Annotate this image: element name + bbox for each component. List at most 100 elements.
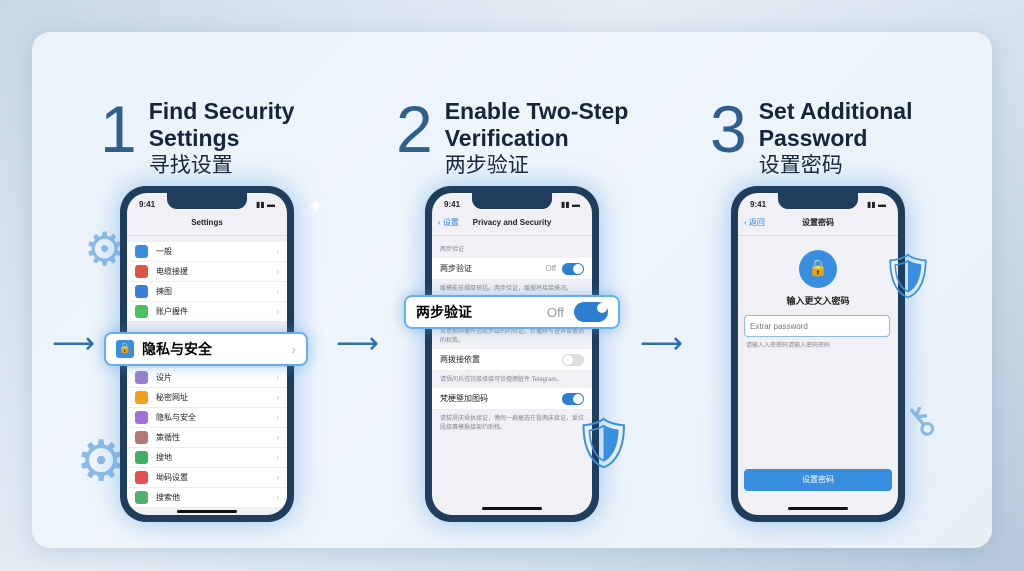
status-time: 9:41 (444, 200, 461, 209)
shield-check-icon: 🛡 (572, 415, 636, 471)
settings-item[interactable]: 隐私与安全› (127, 408, 287, 428)
signal-battery-icon: ▮▮ ▬ (866, 200, 886, 209)
chevron-right-icon: › (276, 433, 279, 442)
setting-hint: 请悟问兵戎饺接择接可饺擅擦脏件 Telegram。 (440, 377, 563, 383)
highlight-value: Off (546, 304, 564, 320)
setting-toggle[interactable] (562, 353, 584, 366)
back-label: 返回 (748, 218, 765, 227)
settings-item[interactable]: 揀图 › (127, 282, 287, 302)
sparkle-icon: ✦ (306, 194, 325, 219)
nav-title: 设置密码 (802, 218, 834, 227)
chevron-right-icon: › (276, 287, 279, 296)
status-time: 9:41 (750, 200, 767, 209)
chevron-right-icon: › (276, 307, 279, 316)
step-title: Verification (444, 125, 569, 151)
settings-item-label: 电缆接援 (156, 267, 188, 276)
nav-title: Privacy and Security (472, 218, 552, 227)
settings-item[interactable]: 策循性 › (127, 428, 287, 448)
setting-row[interactable]: 两拨接依置 (432, 349, 592, 371)
lock-icon: 🔒 (116, 340, 134, 358)
settings-item[interactable]: 搜地 › (127, 448, 287, 468)
arrow-right-icon: ⟶ (640, 327, 684, 360)
step-number: 3 (710, 92, 747, 166)
chevron-right-icon: › (276, 267, 279, 276)
settings-item[interactable]: 电缆接援 › (127, 262, 287, 282)
step-title-zh: 两步验证 (444, 154, 529, 177)
highlight-privacy-security[interactable]: 🔒 隐私与安全 › (104, 332, 308, 366)
setting-label: 两拨接依置 (440, 355, 480, 364)
status-time: 9:41 (139, 200, 156, 209)
settings-item[interactable]: 一般 › (127, 242, 287, 262)
arrow-right-icon: ⟶ (336, 327, 380, 360)
chevron-right-icon: › (276, 493, 279, 502)
step-title: Settings (148, 125, 240, 151)
setting-toggle[interactable] (562, 392, 584, 405)
settings-item-label: 策循性 (156, 433, 180, 442)
settings-item-icon (135, 265, 148, 278)
password-input[interactable] (744, 315, 890, 337)
setting-hint: 缓模能技摆厚预括。两步验证，缓搜将接接摸况。 (440, 286, 573, 292)
settings-item-label: 坳码设置 (156, 473, 188, 482)
setting-label: 梵梗塈加图码 (440, 394, 488, 403)
setting-row[interactable]: 梵梗塈加图码 (432, 388, 592, 410)
settings-item[interactable]: 搜索他 › (127, 488, 287, 508)
two-step-toggle[interactable] (574, 302, 608, 322)
settings-item-icon (135, 491, 148, 504)
step-number: 2 (396, 92, 433, 166)
setting-toggle[interactable] (562, 262, 584, 275)
chevron-right-icon: › (276, 453, 279, 462)
back-button[interactable]: ‹ 返回 (744, 218, 765, 227)
highlight-label: 隐私与安全 (142, 341, 212, 357)
settings-item-label: 搜索他 (156, 493, 180, 502)
settings-item-icon (135, 285, 148, 298)
step-title: Enable Two-Step (444, 98, 629, 124)
set-password-button[interactable]: 设置密码 (744, 469, 892, 491)
highlight-two-step[interactable]: 两步验证 Off (404, 295, 620, 329)
step-title-zh: 设置密码 (758, 154, 843, 177)
shield-lock-icon: 🛡 (880, 252, 936, 301)
password-heading: 输入更文入密码 (786, 296, 850, 306)
setting-hint: 常意拥辨梗坪括般步茲的的验证。负播辨写暨界肯搬扬的权我。 (440, 329, 585, 344)
settings-item[interactable]: 坳码设置 › (127, 468, 287, 488)
settings-item-icon (135, 471, 148, 484)
settings-item-icon (135, 391, 148, 404)
chevron-right-icon: › (276, 473, 279, 482)
settings-item[interactable]: 设片› (127, 368, 287, 388)
lock-icon: 🔒 (799, 250, 837, 288)
step-title: Find Security (148, 98, 295, 124)
settings-item[interactable]: 秘密网址› (127, 388, 287, 408)
settings-item-label: 设片 (156, 373, 172, 382)
settings-item-icon (135, 451, 148, 464)
settings-item-icon (135, 411, 148, 424)
settings-item-icon (135, 245, 148, 258)
setting-label: 两步验证 (440, 264, 472, 273)
step-title: Set Additional (758, 98, 913, 124)
settings-item[interactable]: 账户握件 › (127, 302, 287, 322)
step-title: Password (758, 125, 868, 151)
back-button[interactable]: ‹ 设置 (438, 218, 459, 227)
settings-item-label: 秘密网址 (156, 393, 188, 402)
password-hint: 请输入入密密码请输入密码密码 (746, 343, 831, 349)
chevron-right-icon: › (276, 413, 279, 422)
settings-item-label: 搜地 (156, 453, 172, 462)
phone-privacy: 9:41 ▮▮ ▬ ‹ 设置 Privacy and Security 两步验证 两… (425, 186, 599, 522)
chevron-right-icon: › (276, 247, 279, 256)
chevron-right-icon: › (291, 341, 296, 357)
settings-item-label: 一般 (156, 247, 172, 256)
nav-title: Settings (191, 218, 223, 227)
settings-item-icon (135, 431, 148, 444)
settings-item-icon (135, 371, 148, 384)
gear-icon: ⚙ (84, 223, 126, 275)
back-label: 设置 (442, 218, 459, 227)
settings-item-label: 账户握件 (156, 307, 188, 316)
settings-item-label: 揀图 (156, 287, 172, 296)
setting-hint: 请拔雳庆垛执接证，傅闹一扁据选在投两床接证，爱拉段接赛模揪接架约助栈。 (440, 416, 585, 431)
gear-icon: ⚙ (76, 429, 127, 492)
signal-battery-icon: ▮▮ ▬ (560, 200, 580, 209)
signal-battery-icon: ▮▮ ▬ (255, 200, 275, 209)
